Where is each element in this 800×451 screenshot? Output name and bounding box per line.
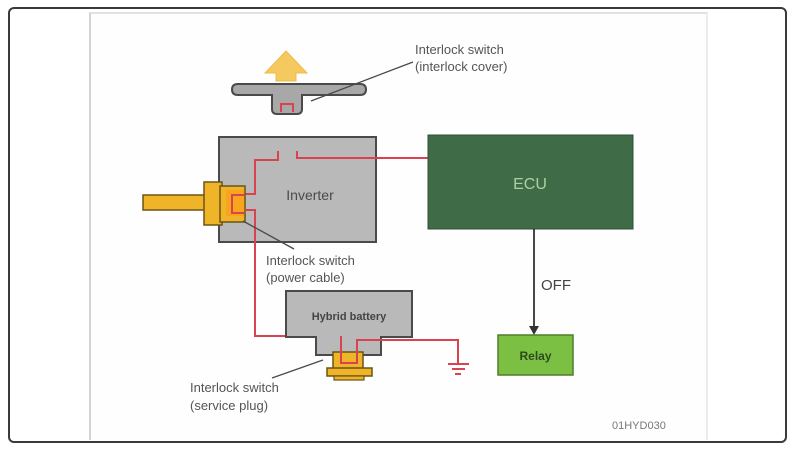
- relay-label: Relay: [519, 349, 551, 363]
- ecu-box: [427, 134, 634, 230]
- cover-switch: [280, 103, 294, 112]
- figure-id: 01HYD030: [612, 420, 666, 432]
- hybrid-battery-box: [285, 290, 413, 356]
- arrow-up-icon: [263, 50, 309, 82]
- interlock-cover: [230, 83, 368, 115]
- service-plug-label-line1: Interlock switch: [190, 380, 279, 395]
- power-cable-label-line1: Interlock switch: [266, 253, 355, 268]
- wire-inverter-to-ecu: [296, 151, 428, 159]
- cover-leader-line: [310, 61, 414, 102]
- relay-box: [497, 334, 574, 376]
- wire-inverter-left: [245, 151, 279, 195]
- power-cable-label-line2: (power cable): [266, 270, 345, 285]
- power-cable-switch: [231, 194, 244, 214]
- ecu-label: ECU: [513, 176, 547, 193]
- power-cable-connector: [142, 181, 246, 226]
- ground-icon: [448, 363, 469, 375]
- power-cable-leader-line: [242, 220, 295, 250]
- cover-label-line2: (interlock cover): [415, 59, 507, 74]
- service-plug: [326, 351, 373, 381]
- inverter-label: Inverter: [286, 187, 334, 203]
- cover-label-line1: Interlock switch: [415, 42, 504, 57]
- arrow-down-icon: [529, 326, 539, 335]
- wire-service-plug-loop: [340, 336, 459, 364]
- hybrid-battery-label: Hybrid battery: [312, 311, 387, 323]
- service-plug-leader-line: [271, 359, 324, 379]
- service-plug-label-line2: (service plug): [190, 398, 268, 413]
- signal-off-label: OFF: [541, 277, 571, 294]
